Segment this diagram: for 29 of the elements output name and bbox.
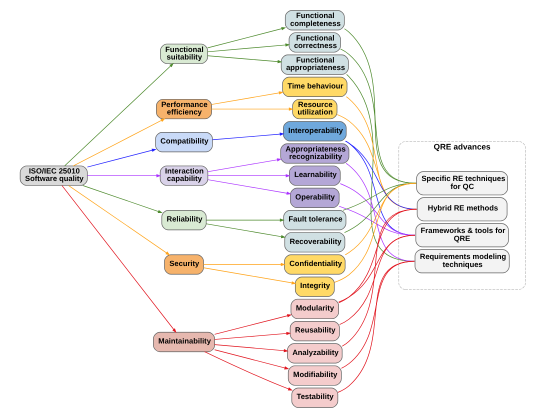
arrow [87, 148, 157, 168]
arrow [206, 223, 286, 238]
arrow [206, 218, 285, 222]
arrow [211, 107, 294, 111]
arrow [82, 185, 163, 213]
arrow [207, 55, 282, 64]
arrow [64, 62, 174, 166]
connector [338, 260, 415, 393]
connector [339, 234, 416, 325]
arrow [212, 132, 284, 140]
arrow [207, 43, 290, 52]
arrow [208, 174, 290, 178]
arrow [208, 179, 292, 195]
arrow [214, 344, 288, 352]
arrow [214, 314, 292, 335]
arrow [207, 27, 286, 48]
arrow [203, 262, 286, 266]
arrow [214, 332, 292, 340]
arrow [68, 185, 170, 256]
arrow [204, 351, 293, 390]
connector [342, 208, 417, 347]
arrow [211, 91, 284, 105]
connector [334, 182, 416, 283]
arrow [72, 118, 166, 166]
arrow [208, 158, 282, 172]
arrow [62, 185, 176, 333]
arrow [203, 267, 296, 284]
arrow [87, 174, 162, 178]
arrow [214, 349, 290, 370]
